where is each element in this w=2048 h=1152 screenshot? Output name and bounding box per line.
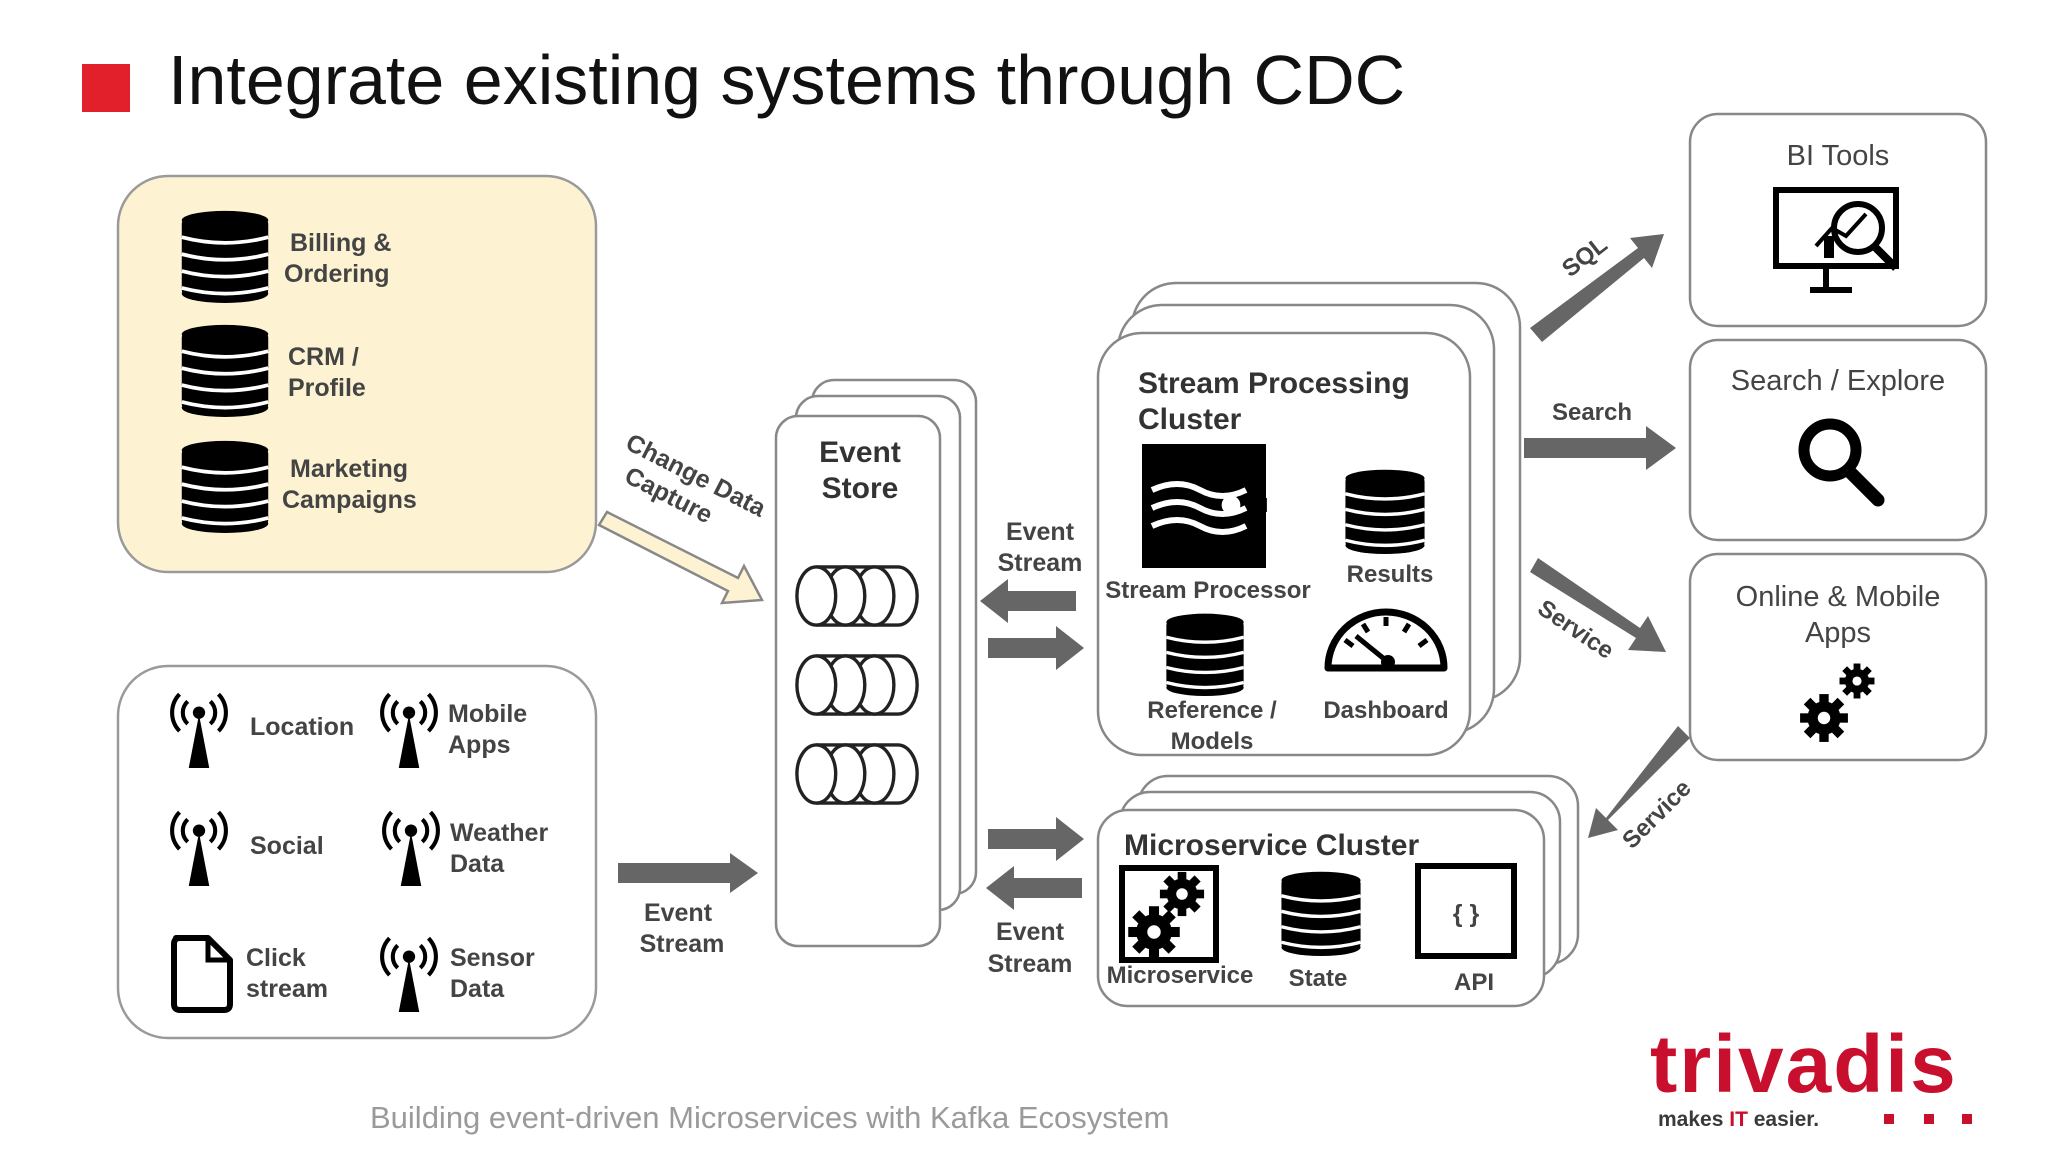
event-stream-in-label-2: Stream: [640, 930, 725, 958]
online-mobile-apps-box: [1688, 552, 1988, 762]
arrow-to-microservice-cluster: [988, 817, 1084, 861]
topic-partition-icon: [795, 654, 919, 716]
dashboard-gauge-icon: [1324, 608, 1448, 672]
dashboard-label: Dashboard: [1323, 697, 1448, 724]
database-icon: [179, 208, 271, 305]
microservice-label: Microservice: [1107, 962, 1254, 989]
document-icon: [171, 935, 233, 1013]
gear-icon: [1839, 663, 1875, 699]
topic-partition-icon: [795, 743, 919, 805]
search-arrow: [1524, 426, 1676, 470]
results-label: Results: [1347, 561, 1434, 588]
crm-label-1: CRM /: [288, 343, 359, 371]
online-apps-label-1: Online & Mobile: [1736, 581, 1941, 613]
search-explore-box: [1688, 338, 1988, 542]
event-stream-arrow-in: [618, 853, 758, 893]
micro-cluster-title: Microservice Cluster: [1124, 829, 1419, 862]
logo-dot: [1884, 1114, 1894, 1124]
event-stream-upper-label-2: Stream: [998, 549, 1083, 577]
arrow-to-event-store-lower: [986, 866, 1082, 910]
event-stream-lower-label-2: Stream: [988, 950, 1073, 978]
topic-partition-icon: [795, 565, 919, 627]
search-label: Search: [1552, 399, 1632, 426]
arrow-to-stream-cluster: [988, 626, 1084, 670]
title-accent-square: [82, 64, 130, 112]
crm-label-2: Profile: [288, 374, 366, 402]
logo-dot: [1924, 1114, 1934, 1124]
footer-text: Building event-driven Microservices with…: [370, 1100, 1169, 1135]
billing-label-2: Ordering: [284, 260, 390, 288]
bi-monitor-icon: [1773, 187, 1899, 293]
service-arrow-out: [1530, 558, 1666, 652]
mobile-apps-label-2: Apps: [448, 731, 511, 759]
social-label: Social: [250, 832, 324, 860]
arrow-to-event-store-upper: [980, 579, 1076, 623]
reference-label-2: Models: [1171, 728, 1254, 755]
weather-label-2: Data: [450, 850, 505, 878]
location-label: Location: [250, 713, 354, 741]
marketing-label-1: Marketing: [290, 455, 408, 483]
api-label: API: [1454, 969, 1494, 996]
microservice-gears-icon: [1119, 865, 1219, 963]
service-arrow-in: [1588, 726, 1690, 838]
search-explore-label: Search / Explore: [1731, 365, 1945, 397]
gear-icon: [1800, 694, 1848, 742]
sql-arrow: [1530, 234, 1664, 342]
page-title: Integrate existing systems through CDC: [168, 41, 1405, 119]
api-icon: [1415, 863, 1517, 959]
service-in-label: Service: [1617, 775, 1696, 854]
event-stream-upper-label-1: Event: [1006, 518, 1075, 546]
database-icon: [179, 438, 271, 535]
event-store-title-2: Store: [822, 472, 899, 505]
sensor-label-2: Data: [450, 975, 505, 1003]
event-stream-in-label-1: Event: [644, 899, 713, 927]
marketing-label-2: Campaigns: [282, 486, 417, 514]
mobile-apps-label-1: Mobile: [448, 700, 527, 728]
api-glyph: { }: [1453, 900, 1480, 928]
trivadis-tagline: makes IT easier.: [1658, 1108, 1819, 1131]
bi-tools-label: BI Tools: [1787, 140, 1890, 172]
logo-dot: [1962, 1114, 1972, 1124]
online-apps-label-2: Apps: [1805, 617, 1871, 649]
event-stream-lower-label-1: Event: [996, 918, 1065, 946]
database-icon: [1281, 872, 1360, 956]
trivadis-logo: trivadis makes IT easier.: [1650, 1019, 1972, 1131]
clickstream-label-1: Click: [246, 944, 306, 972]
stream-processor-label: Stream Processor: [1105, 577, 1310, 604]
state-label: State: [1289, 965, 1348, 992]
reference-label-1: Reference /: [1147, 697, 1277, 724]
stream-cluster-title-2: Cluster: [1138, 403, 1242, 436]
trivadis-wordmark: trivadis: [1650, 1019, 1958, 1110]
event-store-title-1: Event: [819, 436, 901, 469]
stream-processor-icon: [1142, 444, 1267, 568]
database-icon: [1166, 614, 1243, 696]
database-icon: [179, 322, 271, 419]
search-icon: [1798, 418, 1885, 507]
stream-cluster-title-1: Stream Processing: [1138, 367, 1410, 400]
sensor-label-1: Sensor: [450, 944, 535, 972]
billing-label-1: Billing &: [290, 229, 391, 257]
database-icon: [1345, 470, 1424, 554]
clickstream-label-2: stream: [246, 975, 328, 1003]
cdc-arrow: [597, 510, 764, 605]
event-sources-box: [116, 664, 598, 1040]
weather-label-1: Weather: [450, 819, 548, 847]
